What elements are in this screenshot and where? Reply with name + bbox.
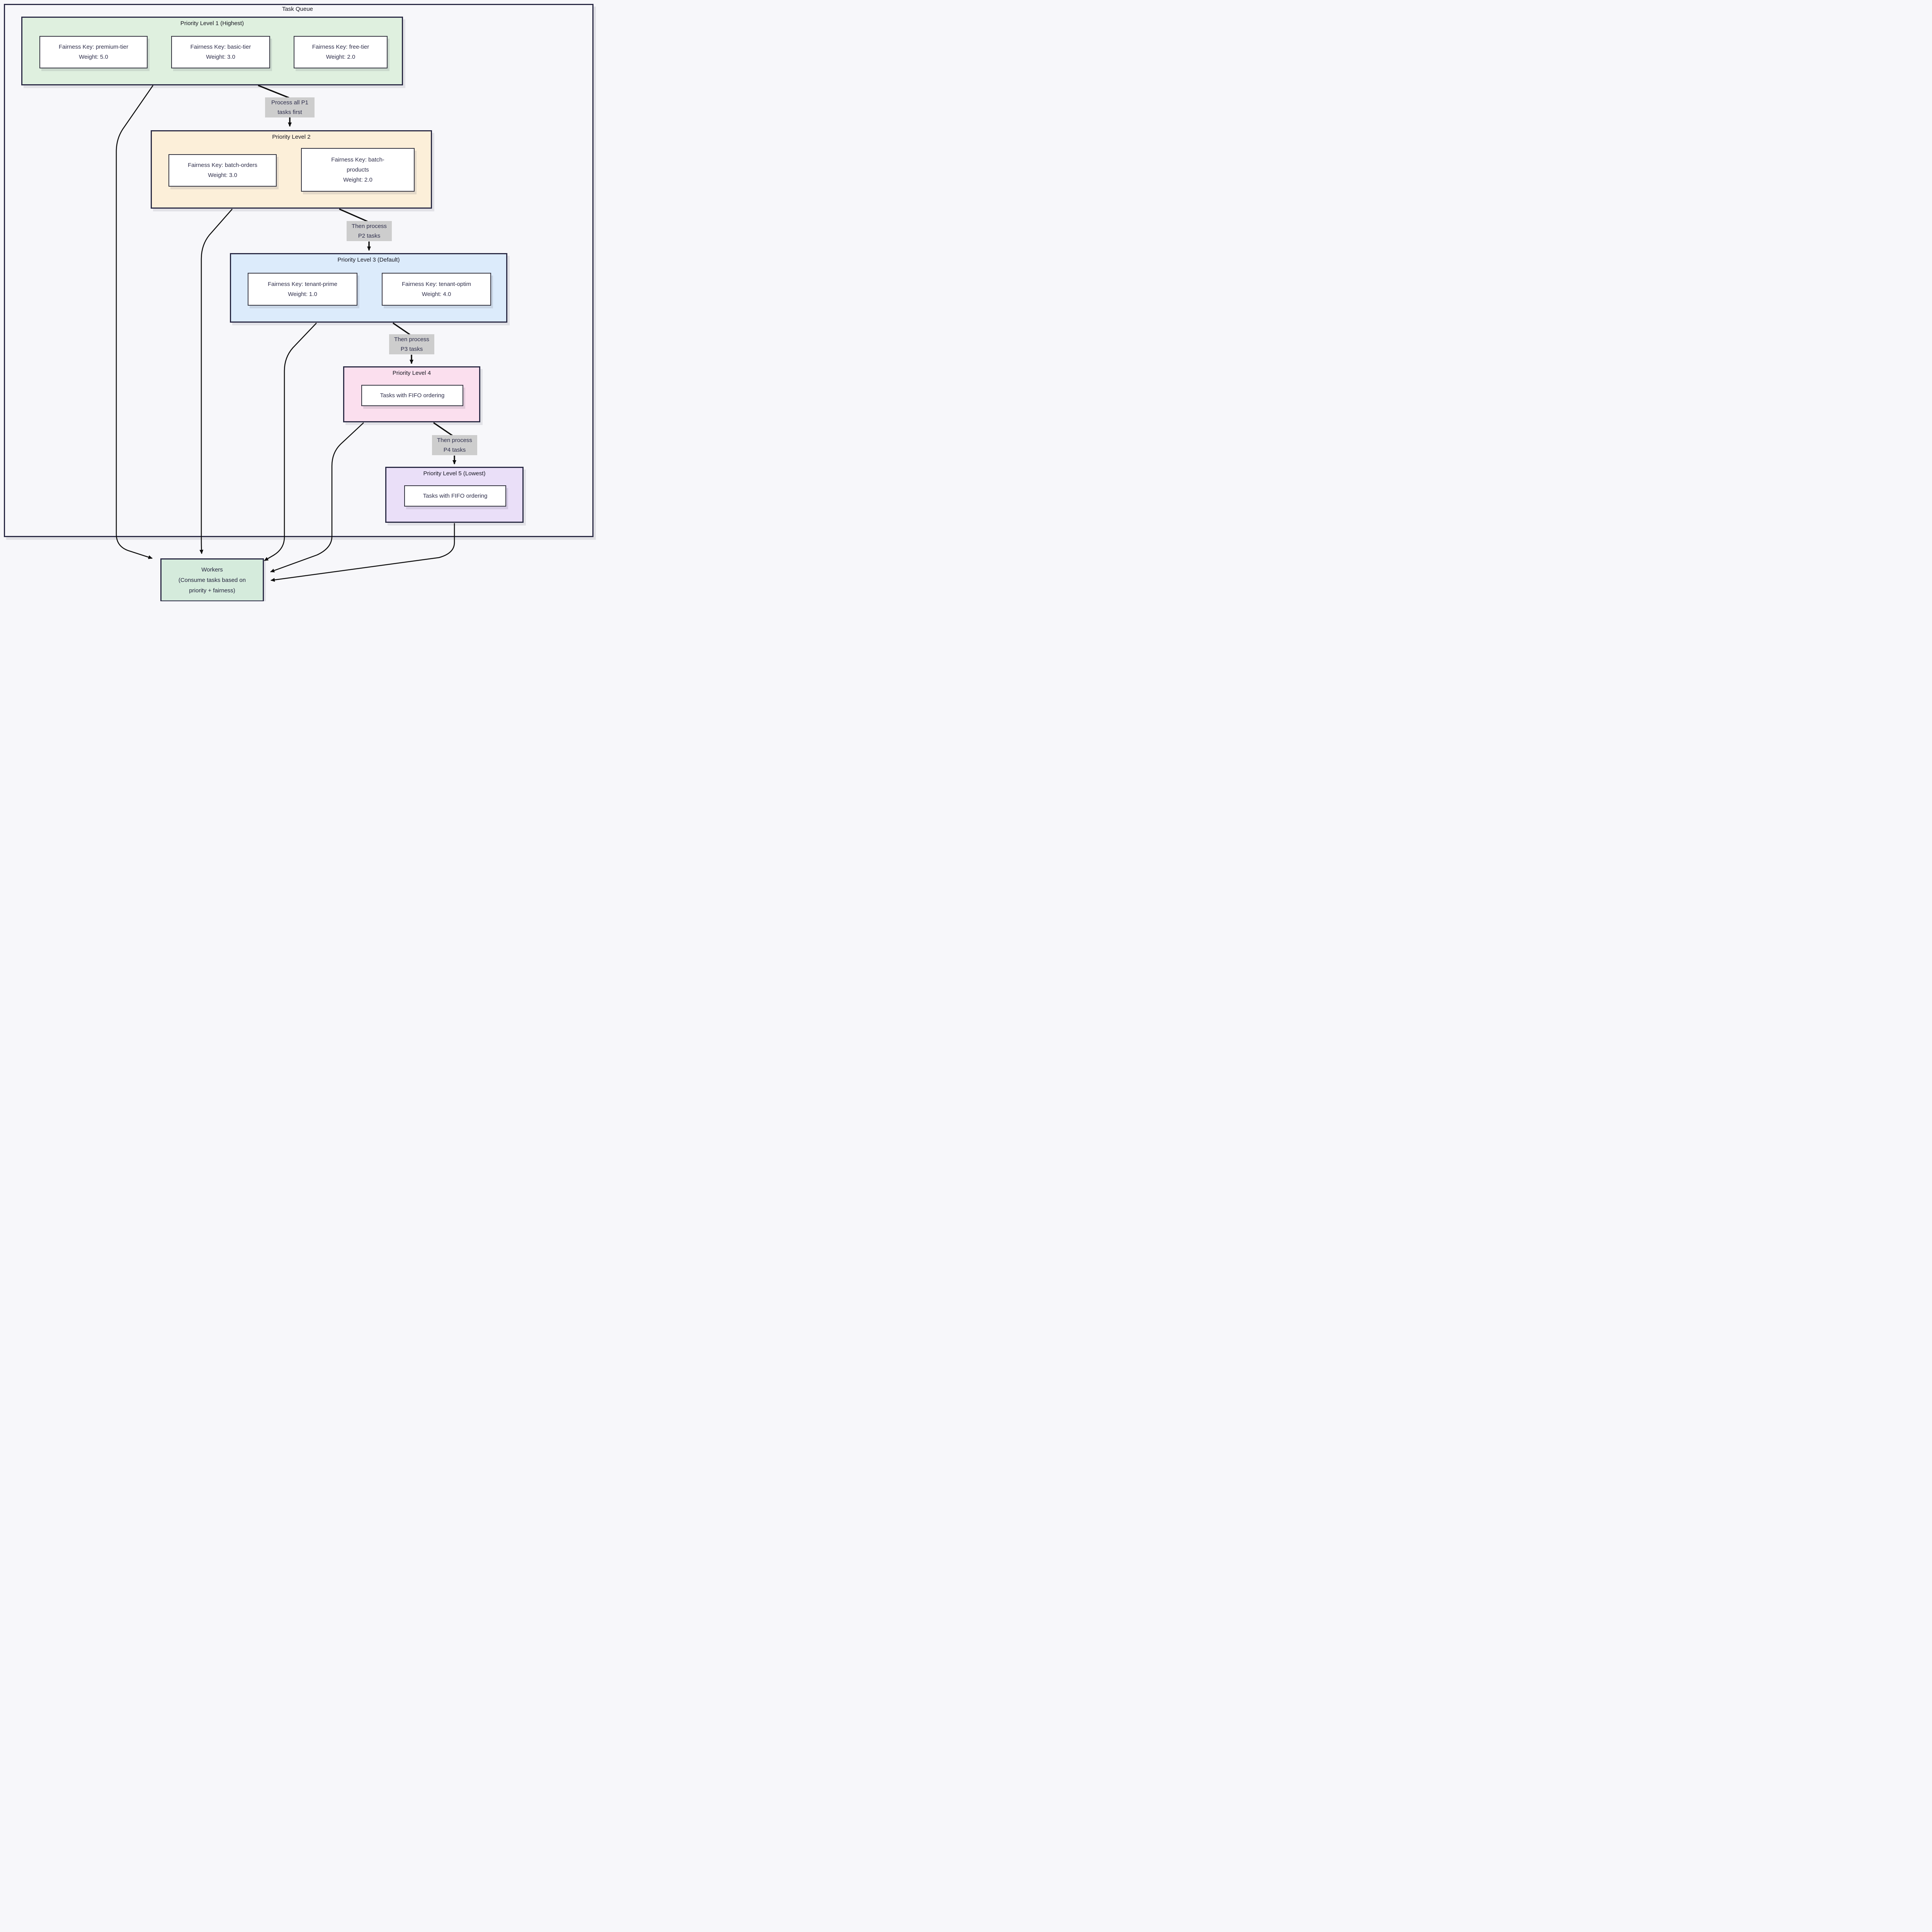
workers-subtitle-line1: (Consume tasks based on xyxy=(178,577,246,583)
node-batch-products-key-line1: Fairness Key: batch- xyxy=(331,156,384,163)
priority-level-3-title: Priority Level 3 (Default) xyxy=(337,257,400,263)
node-tenant-optim-key: Fairness Key: tenant-optim xyxy=(401,281,471,287)
node-batch-products-key-line2: products xyxy=(347,166,369,173)
node-tenant-prime: Fairness Key: tenant-prime Weight: 1.0 xyxy=(248,273,357,306)
edge-label-p3-p4: Then process P3 tasks xyxy=(389,334,434,354)
node-free-tier: Fairness Key: free-tier Weight: 2.0 xyxy=(294,36,388,68)
node-p5-fifo: Tasks with FIFO ordering xyxy=(404,485,506,507)
node-tenant-optim-weight: Weight: 4.0 xyxy=(422,291,451,298)
task-queue-title: Task Queue xyxy=(282,6,313,12)
node-p5-fifo-text: Tasks with FIFO ordering xyxy=(423,492,488,499)
node-p4-fifo: Tasks with FIFO ordering xyxy=(361,385,463,406)
node-basic-tier: Fairness Key: basic-tier Weight: 3.0 xyxy=(171,36,270,68)
node-premium-tier-key: Fairness Key: premium-tier xyxy=(58,44,129,50)
node-tenant-prime-weight: Weight: 1.0 xyxy=(288,291,317,298)
edge-label-p2-p3: Then process P2 tasks xyxy=(347,221,392,241)
workers-subtitle-line2: priority + fairness) xyxy=(189,587,235,594)
edge-label-p4-p5: Then process P4 tasks xyxy=(432,435,477,455)
workers-node: Workers (Consume tasks based on priority… xyxy=(160,558,264,601)
node-batch-orders-key: Fairness Key: batch-orders xyxy=(187,162,258,168)
node-batch-orders-weight: Weight: 3.0 xyxy=(208,172,237,179)
node-premium-tier-weight: Weight: 5.0 xyxy=(79,54,108,60)
edge-label-p4-p5-line1: Then process xyxy=(437,437,472,444)
node-batch-products: Fairness Key: batch- products Weight: 2.… xyxy=(301,148,415,192)
node-basic-tier-weight: Weight: 3.0 xyxy=(206,54,235,60)
workers-title: Workers xyxy=(201,566,223,573)
flowchart-canvas: Task Queue Priority Level 1 (Highest) Fa… xyxy=(0,0,596,601)
node-tenant-optim: Fairness Key: tenant-optim Weight: 4.0 xyxy=(382,273,491,306)
priority-level-1-cluster: Priority Level 1 (Highest) Fairness Key:… xyxy=(21,17,403,85)
node-batch-orders: Fairness Key: batch-orders Weight: 3.0 xyxy=(168,154,277,187)
edge-label-p1-p2-line2: tasks first xyxy=(277,109,302,116)
node-batch-products-weight: Weight: 2.0 xyxy=(343,176,372,183)
edge-label-p3-p4-line1: Then process xyxy=(394,336,429,343)
node-basic-tier-key: Fairness Key: basic-tier xyxy=(190,44,251,50)
priority-level-4-cluster: Priority Level 4 Tasks with FIFO orderin… xyxy=(343,366,480,422)
priority-level-5-title: Priority Level 5 (Lowest) xyxy=(423,470,486,477)
priority-level-4-title: Priority Level 4 xyxy=(392,370,431,376)
node-premium-tier: Fairness Key: premium-tier Weight: 5.0 xyxy=(39,36,148,68)
priority-level-3-cluster: Priority Level 3 (Default) Fairness Key:… xyxy=(230,253,507,323)
edge-label-p3-p4-line2: P3 tasks xyxy=(400,346,423,352)
edge-label-p4-p5-line2: P4 tasks xyxy=(443,447,466,453)
edge-label-p1-p2: Process all P1 tasks first xyxy=(265,97,315,117)
edge-label-p2-p3-line2: P2 tasks xyxy=(358,233,381,239)
edge-label-p2-p3-line1: Then process xyxy=(352,223,387,230)
priority-level-5-cluster: Priority Level 5 (Lowest) Tasks with FIF… xyxy=(385,467,524,523)
edge-label-p1-p2-line1: Process all P1 xyxy=(271,99,308,106)
node-free-tier-weight: Weight: 2.0 xyxy=(326,54,355,60)
node-free-tier-key: Fairness Key: free-tier xyxy=(312,44,369,50)
priority-level-2-title: Priority Level 2 xyxy=(272,134,311,140)
priority-level-1-title: Priority Level 1 (Highest) xyxy=(180,20,244,27)
priority-level-2-cluster: Priority Level 2 Fairness Key: batch-ord… xyxy=(151,130,432,209)
node-tenant-prime-key: Fairness Key: tenant-prime xyxy=(267,281,338,287)
node-p4-fifo-text: Tasks with FIFO ordering xyxy=(380,392,445,399)
